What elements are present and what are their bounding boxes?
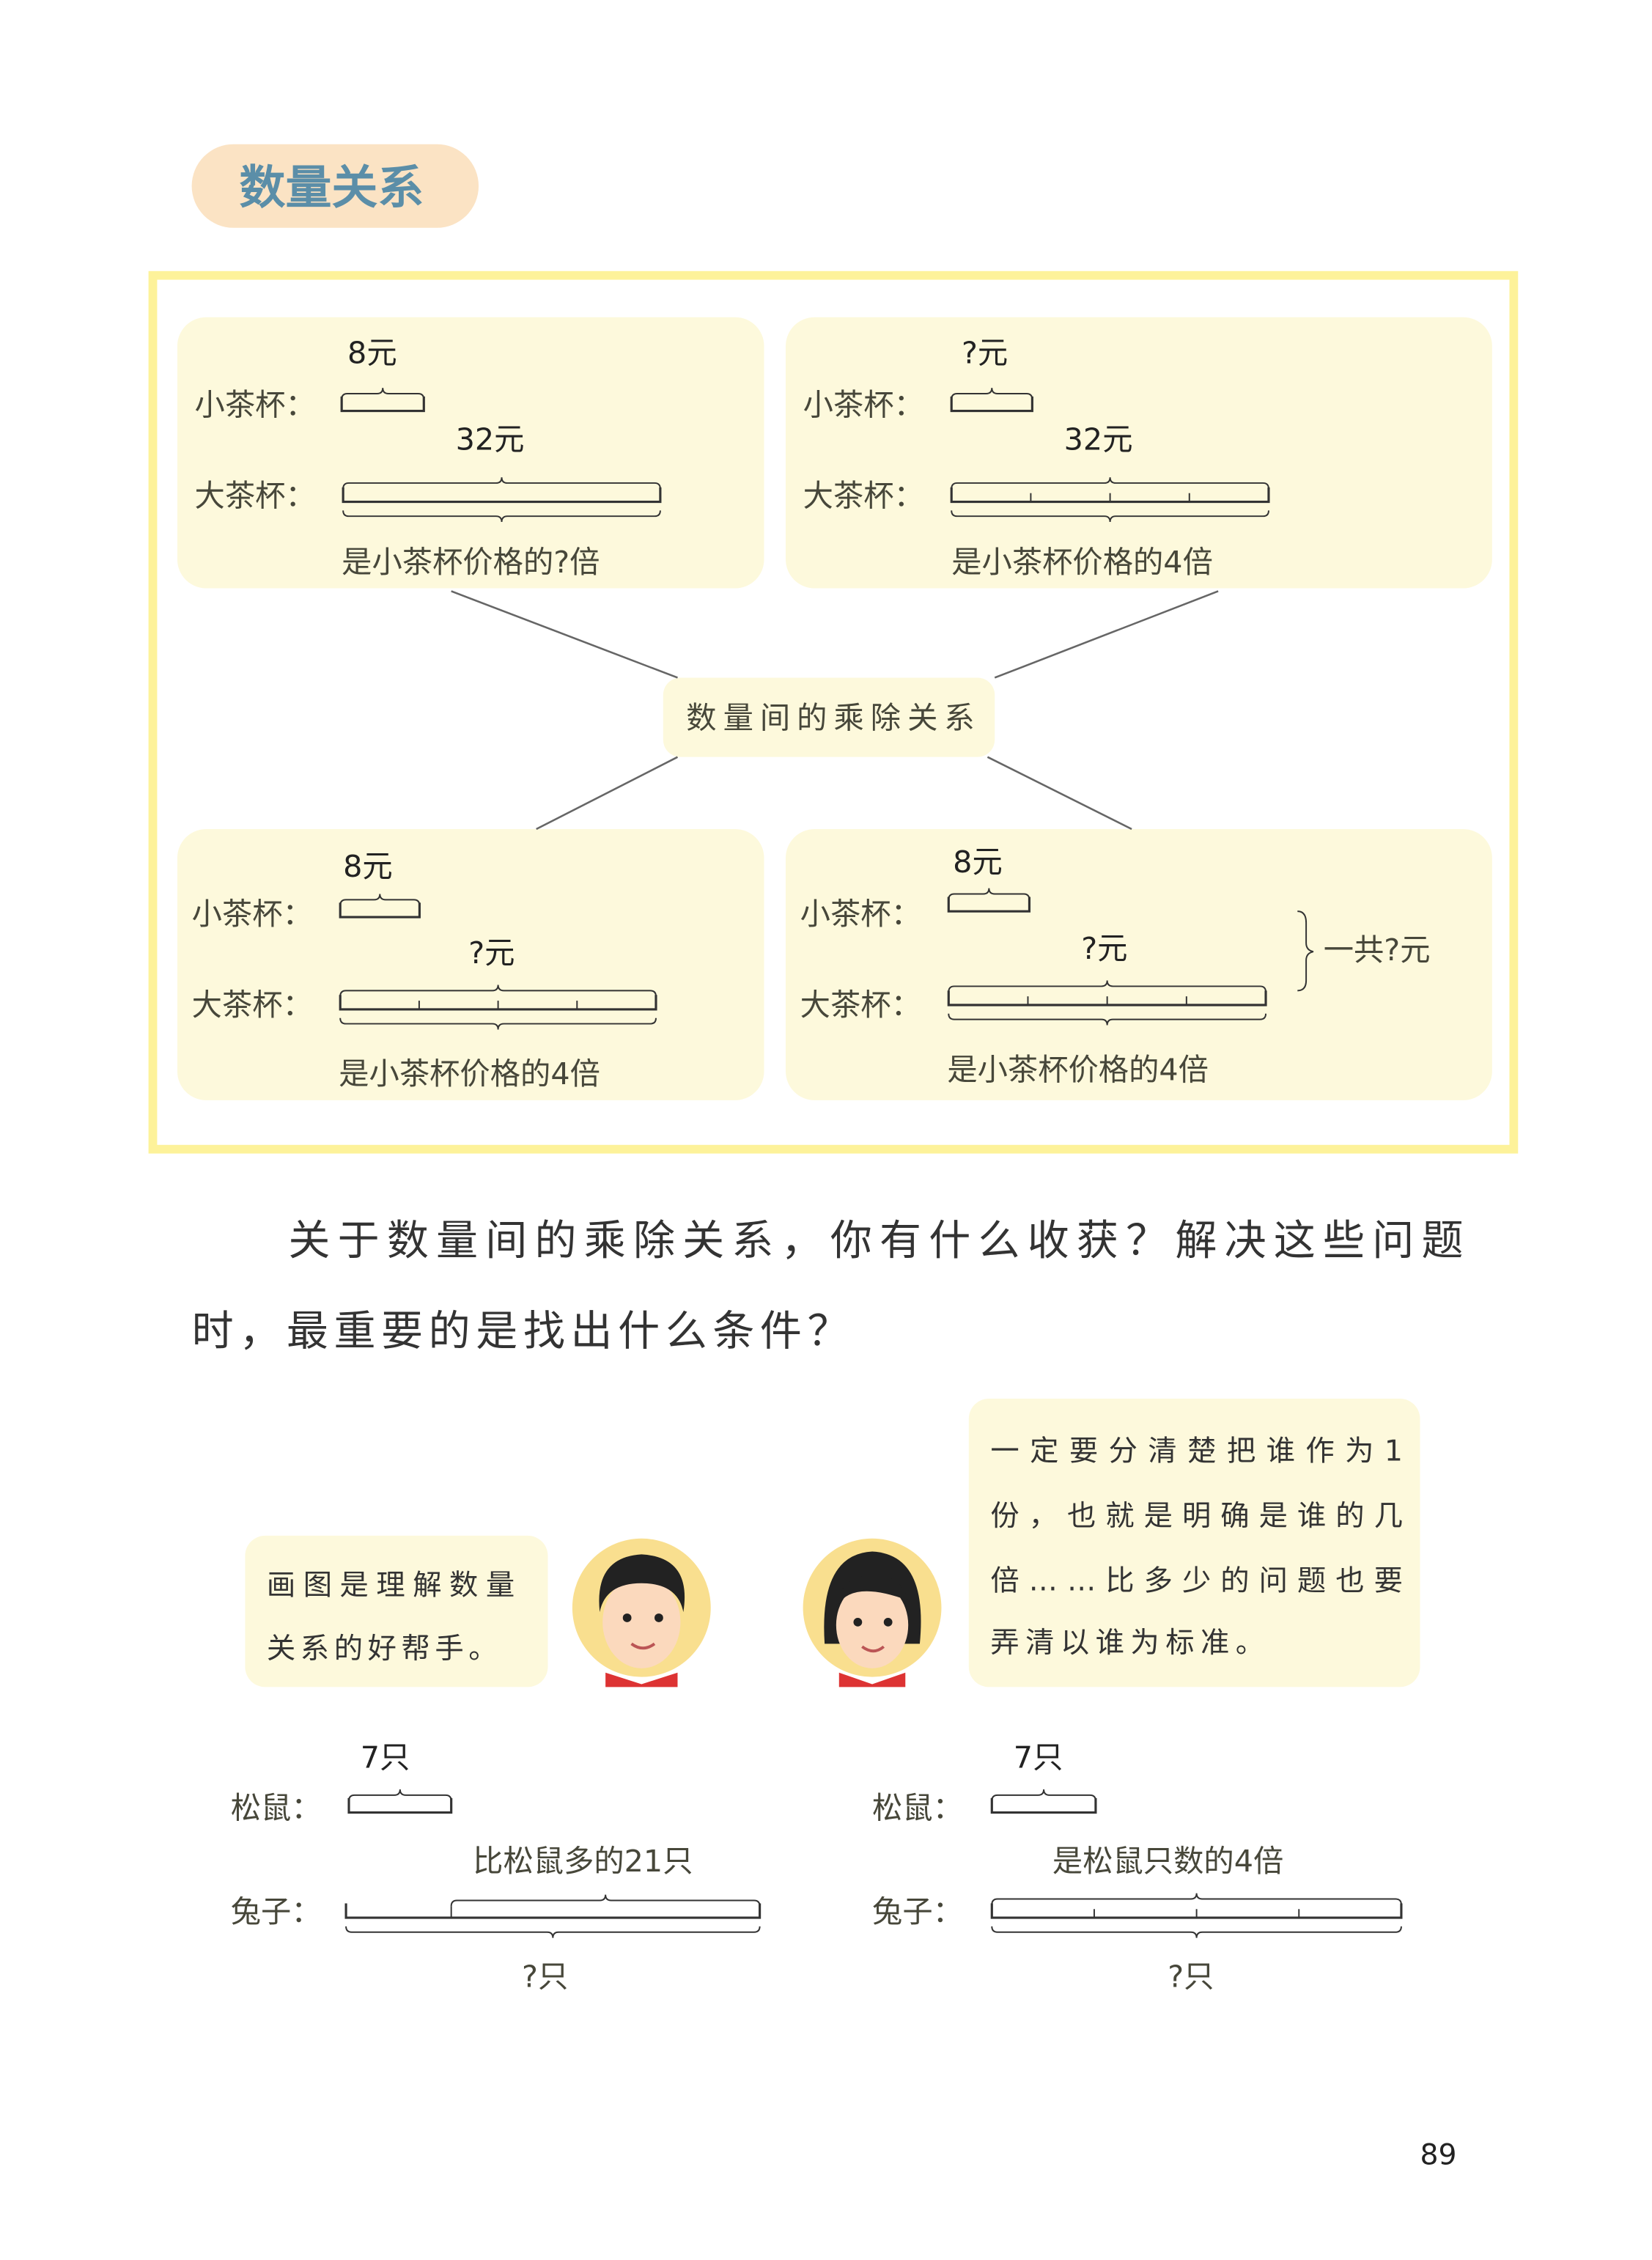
section-title-pill <box>191 144 479 228</box>
segment-bar <box>340 396 425 413</box>
panel-4 <box>786 829 1492 1100</box>
big-value: ?元 <box>468 935 515 971</box>
segment-bar <box>947 897 1031 913</box>
segment-bar <box>990 1797 1097 1814</box>
bottom-brace <box>948 1013 1267 1026</box>
squirrel-label: 松鼠： <box>231 1790 322 1825</box>
top-brace <box>991 1893 1402 1905</box>
big-label: 大茶杯： <box>192 987 313 1023</box>
squirrel-value: 7只 <box>1014 1740 1063 1775</box>
small-value: ?元 <box>962 336 1008 371</box>
segment-bar <box>344 1903 762 1919</box>
connector-line <box>536 756 679 831</box>
bottom-brace <box>951 510 1269 523</box>
top-brace <box>341 388 425 400</box>
panel-3 <box>177 829 764 1100</box>
section-title: 数量关系 <box>240 161 424 214</box>
boy-speech-bubble <box>245 1535 548 1687</box>
squirrel-label: 松鼠： <box>872 1790 963 1825</box>
bottom-brace <box>339 1017 657 1030</box>
boy-speech-line: 关系的好帮手。 <box>267 1632 498 1665</box>
top-brace <box>951 388 1033 400</box>
caption: 是小茶杯价格的4倍 <box>339 1056 600 1092</box>
connector-line <box>451 590 678 679</box>
caption: 是小茶杯价格的?倍 <box>342 545 600 580</box>
rabbit-label: 兔子： <box>872 1894 963 1929</box>
caption: 是小茶杯价格的4倍 <box>951 545 1213 580</box>
big-value: ?元 <box>1081 931 1127 966</box>
top-brace <box>991 1789 1096 1801</box>
segment-bar <box>347 1797 453 1814</box>
connector-line <box>987 756 1132 831</box>
girl-avatar <box>803 1538 942 1687</box>
top-brace <box>951 477 1269 489</box>
relation-label: 是松鼠只数的4倍 <box>1052 1844 1283 1879</box>
segment-bar <box>342 487 662 504</box>
small-label: 小茶杯： <box>195 387 316 422</box>
big-value: 32元 <box>1064 422 1133 457</box>
top-brace <box>339 894 421 906</box>
girl-speech-bubble <box>968 1398 1420 1687</box>
segment-bar <box>950 396 1033 413</box>
small-label: 小茶杯： <box>192 897 313 932</box>
center-box <box>663 677 995 757</box>
total-label: 一共?元 <box>1324 932 1431 968</box>
page-number: 89 <box>1420 2138 1456 2171</box>
segment-bar <box>339 902 421 919</box>
small-label: 小茶杯： <box>803 387 924 422</box>
relation-label: 比松鼠多的21只 <box>473 1844 693 1879</box>
bottom-brace <box>991 1926 1402 1938</box>
top-brace <box>348 1789 452 1801</box>
big-label: 大茶杯： <box>195 478 316 513</box>
top-brace <box>450 1894 761 1907</box>
caption: 是小茶杯价格的4倍 <box>947 1052 1209 1087</box>
girl-speech-line: 份，也就是明确是谁的几 <box>990 1499 1403 1533</box>
rabbit-label: 兔子： <box>231 1894 322 1929</box>
girl-speech-line: 倍……比多少的问题也要 <box>990 1564 1403 1598</box>
panel-2 <box>786 317 1492 589</box>
question-line-1: 关于数量间的乘除关系，你有什么收获？解决这些问题 <box>288 1216 1463 1265</box>
bottom-brace <box>345 1926 761 1938</box>
small-label: 小茶杯： <box>800 897 921 932</box>
big-value: 32元 <box>456 422 525 457</box>
squirrel-value: 7只 <box>361 1740 410 1775</box>
boy-avatar <box>572 1538 711 1687</box>
total-brace <box>1297 910 1314 992</box>
small-value: 8元 <box>343 849 393 884</box>
small-value: 8元 <box>953 844 1003 880</box>
connector-line <box>994 590 1219 679</box>
top-brace <box>342 477 661 489</box>
top-brace <box>948 888 1030 900</box>
big-label: 大茶杯： <box>803 478 924 513</box>
bottom-brace <box>342 510 661 523</box>
unknown-label: ?只 <box>522 1959 568 1995</box>
top-brace <box>948 980 1267 993</box>
small-value: 8元 <box>347 336 397 371</box>
panel-1 <box>177 317 764 589</box>
top-brace <box>339 984 657 997</box>
boy-speech-line: 画图是理解数量 <box>267 1569 515 1602</box>
big-label: 大茶杯： <box>800 987 921 1023</box>
unknown-label: ?只 <box>1168 1959 1214 1995</box>
question-line-2: 时，最重要的是找出什么条件？ <box>192 1307 849 1355</box>
